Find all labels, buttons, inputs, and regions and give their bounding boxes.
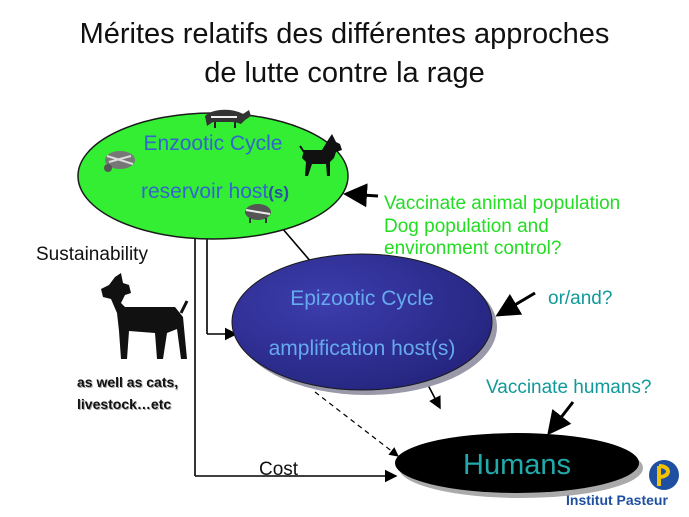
- dog-control-line-1: Dog population and: [384, 216, 549, 237]
- also-cats-label: as well as cats,: [77, 374, 179, 390]
- institut-pasteur-label: Institut Pasteur: [566, 492, 668, 508]
- title-line-2: de lutte contre la rage: [204, 57, 485, 89]
- action-arrows: [343, 183, 575, 436]
- reservoir-host-label: reservoir host(s): [115, 180, 315, 204]
- epizootic-cycle-ellipse: [231, 253, 493, 391]
- epizootic-cycle-label: Epizootic Cycle: [290, 287, 434, 310]
- fox-icon: [205, 109, 251, 128]
- amplification-host-label: amplification host(s): [268, 337, 456, 360]
- pasteur-logo-icon: [649, 460, 679, 490]
- also-livestock-label: livestock…etc: [77, 396, 172, 412]
- sustainability-label: Sustainability: [36, 244, 148, 265]
- enzootic-cycle-label: Enzootic Cycle: [143, 132, 283, 155]
- reservoir-host-suffix: (s): [268, 183, 289, 202]
- or-and-label: or/and?: [548, 288, 613, 309]
- vaccinate-animal-label: Vaccinate animal population: [384, 193, 621, 214]
- vaccinate-humans-label: Vaccinate humans?: [486, 377, 652, 398]
- dog-control-line-2: environment control?: [384, 238, 562, 259]
- reservoir-host-text: reservoir host: [141, 180, 269, 203]
- doberman-icon: [299, 134, 342, 176]
- cost-label: Cost: [259, 459, 299, 480]
- humans-ellipse: [395, 433, 639, 493]
- title-line-1: Mérites relatifs des différentes approch…: [79, 18, 610, 50]
- raccoon-icon: [104, 151, 135, 172]
- skunk-icon: [245, 204, 271, 223]
- doberman-icon: [101, 273, 189, 359]
- connector-lines: [194, 227, 441, 483]
- humans-label: Humans: [463, 449, 571, 481]
